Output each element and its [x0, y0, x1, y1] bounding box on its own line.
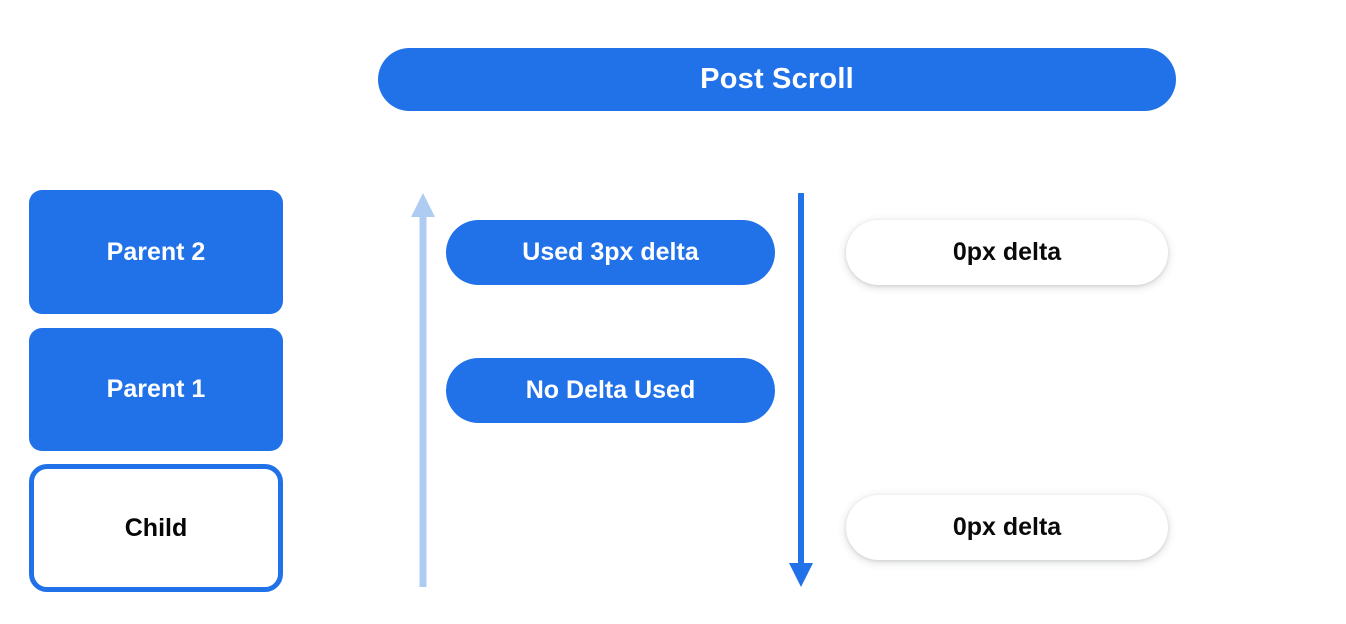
delta-pill-used-3px-label: Used 3px delta — [522, 238, 699, 266]
stack-box-child: Child — [29, 464, 283, 592]
scroll-up-arrow-icon — [411, 193, 435, 587]
post-scroll-header-label: Post Scroll — [700, 63, 854, 95]
delta-pill-used-3px: Used 3px delta — [446, 220, 775, 285]
stack-box-child-label: Child — [124, 513, 188, 542]
delta-pill-zero-bottom: 0px delta — [846, 495, 1168, 560]
scroll-down-arrow-icon — [789, 193, 813, 587]
delta-pill-zero-bottom-label: 0px delta — [952, 513, 1062, 541]
post-scroll-header-pill: Post Scroll — [378, 48, 1176, 111]
stack-box-parent-2-label: Parent 2 — [106, 237, 206, 266]
delta-pill-zero-top: 0px delta — [846, 220, 1168, 285]
delta-pill-zero-top-label: 0px delta — [952, 238, 1062, 266]
stack-box-parent-1-label: Parent 1 — [106, 375, 206, 403]
delta-pill-no-delta-used-label: No Delta Used — [525, 376, 696, 404]
stack-box-parent-2: Parent 2 — [29, 190, 283, 314]
delta-pill-no-delta-used: No Delta Used — [446, 358, 775, 423]
stack-box-parent-1: Parent 1 — [29, 328, 283, 451]
